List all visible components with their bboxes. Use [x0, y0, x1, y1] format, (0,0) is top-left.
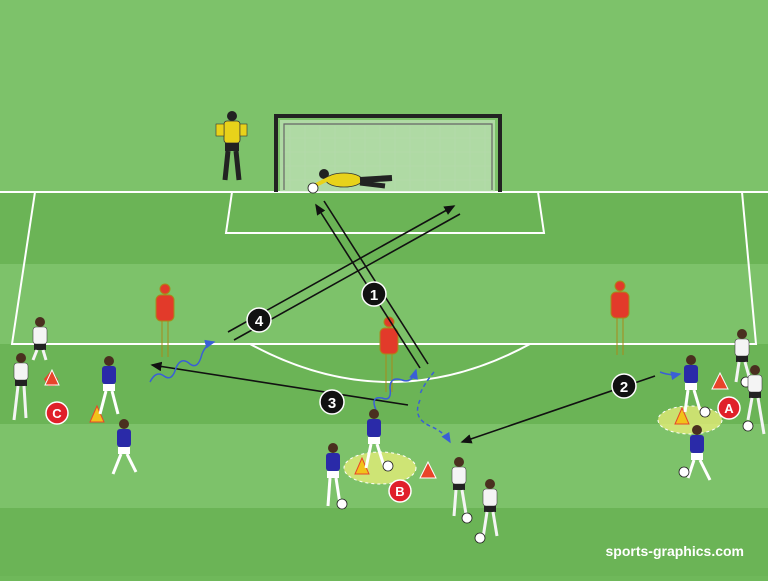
ball-icon	[461, 512, 473, 524]
station-badge-c: C	[45, 401, 69, 425]
ball-icon	[307, 182, 319, 194]
step-badge-2: 2	[611, 373, 637, 399]
svg-text:B: B	[395, 484, 404, 499]
penalty-arc	[249, 343, 531, 383]
player-white-icon	[31, 317, 48, 361]
player-white-icon	[451, 457, 473, 524]
player-white-icon	[742, 365, 766, 435]
step-badge-4: 4	[246, 307, 272, 333]
player-blue-icon	[678, 425, 712, 481]
cone-icon	[419, 460, 437, 479]
ball-icon	[699, 406, 711, 418]
svg-text:C: C	[52, 406, 62, 421]
goal-area	[224, 191, 546, 234]
station-badge-a: A	[717, 396, 741, 420]
svg-text:4: 4	[255, 313, 264, 330]
svg-text:1: 1	[370, 287, 378, 304]
mannequin-icon	[379, 316, 399, 392]
mannequin-icon	[610, 280, 630, 355]
player-white-icon	[474, 479, 499, 544]
svg-text:2: 2	[620, 379, 628, 396]
step-badge-3: 3	[319, 389, 345, 415]
ball-icon	[678, 466, 690, 478]
player-blue-icon	[364, 409, 394, 472]
step-badge-1: 1	[361, 281, 387, 307]
player-blue-icon	[326, 443, 348, 510]
watermark: sports-graphics.com	[606, 543, 744, 559]
svg-text:A: A	[724, 401, 734, 416]
goalkeeper-icon	[215, 111, 248, 181]
station-a-area	[657, 405, 723, 435]
cone-icon	[674, 406, 690, 425]
ball-icon	[474, 532, 486, 544]
station-badge-b: B	[388, 479, 412, 503]
dribble-paths	[149, 339, 682, 444]
mannequin-icon	[155, 283, 175, 357]
ball-icon	[382, 460, 394, 472]
ball-icon	[336, 498, 348, 510]
ball-icon	[742, 420, 754, 432]
diving-goalkeeper-icon	[307, 169, 393, 194]
cone-icon	[711, 371, 729, 390]
player-blue-icon	[111, 419, 138, 475]
player-blue-icon	[98, 356, 120, 415]
svg-text:3: 3	[328, 395, 336, 412]
cone-icon	[44, 368, 60, 386]
player-blue-icon	[683, 355, 711, 418]
player-white-icon	[12, 353, 29, 421]
